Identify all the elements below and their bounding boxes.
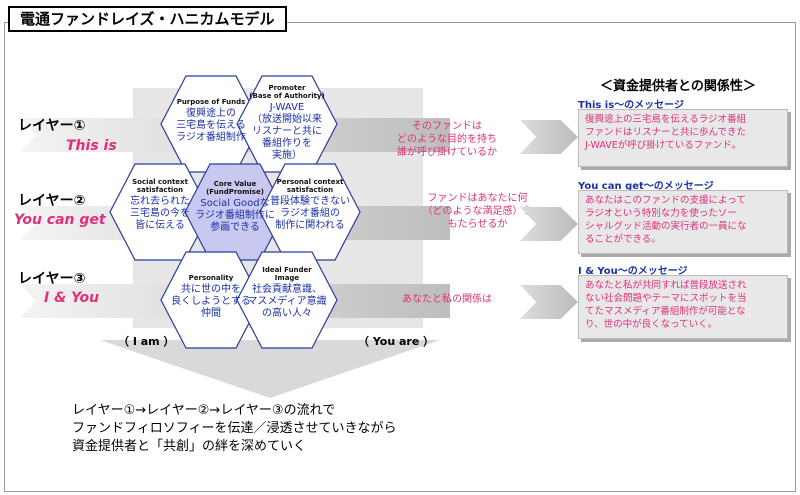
right-title: ＜資金提供者との関係性＞ xyxy=(600,79,756,94)
outer-frame xyxy=(4,22,796,492)
hex-personality xyxy=(160,251,262,349)
message-2-box: あなたはこのファンドの支援によって ラジオという特別な力を使ったソー シャルグッ… xyxy=(578,190,788,254)
hex-promoter-text: Promoter (Base of Authority) J-WAVE （放送開… xyxy=(249,84,325,161)
i-am-label: （ I am ） xyxy=(118,335,175,348)
question-3: あなたと私の関係は xyxy=(402,294,492,305)
message-3-box: あなたと私が共同すれば普段放送され ない社会問題やテーマにスポットを当 てたマス… xyxy=(578,275,788,339)
question-2: ファンドはあなたに何 （どのような満足感）を もたらせるか xyxy=(422,193,533,230)
hex-personal xyxy=(259,163,361,261)
page-title: 電通ファンドレイズ・ハニカムモデル xyxy=(8,6,287,32)
down-arrow xyxy=(100,340,440,398)
hex-core-text: Core Value (FundPromise) Social Goodな ラジ… xyxy=(195,180,275,233)
message-1-box: 復興途上の三宅島を伝えるラジオ番組 ファンドはリスナーと共に歩んできた J-WA… xyxy=(578,109,788,167)
hex-purpose-text: Purpose of Funds 復興途上の 三宅島を伝える ラジオ番組制作 xyxy=(176,98,246,143)
message-2-head: You can get～のメッセージ xyxy=(578,181,714,192)
layer-2-sub: You can get xyxy=(14,212,106,228)
message-3-head: I & You～のメッセージ xyxy=(578,266,688,277)
layer-3-sub: I & You xyxy=(44,290,100,306)
bottom-summary: レイヤー①→レイヤー②→レイヤー③の流れで ファンドフィロソフィーを伝達／浸透さ… xyxy=(72,403,397,454)
layer-1-sub: This is xyxy=(66,138,117,154)
hex-personal-text: Personal context satisfaction 普段体験できない ラ… xyxy=(270,178,350,231)
hex-social-text: Social context satisfaction 忘れ去られた 三宅島の今… xyxy=(130,178,190,231)
layer-3-label: レイヤー③ xyxy=(18,271,86,287)
hex-ideal xyxy=(236,251,338,349)
layer-1-label: レイヤー① xyxy=(18,118,86,134)
hex-ideal-text: Ideal Funder Image 社会貢献意識、 マスメディア意識 の高い人… xyxy=(247,266,327,319)
you-are-label: （ You are ） xyxy=(358,335,435,348)
hex-personality-text: Personality 共に世の中を 良くしようとする 仲間 xyxy=(171,274,251,319)
question-1: そのファンドは どのような目的を持ち 誰が呼び掛けているか xyxy=(397,121,497,158)
message-1-head: This is～のメッセージ xyxy=(578,100,684,111)
layer-2-label: レイヤー② xyxy=(18,193,86,209)
